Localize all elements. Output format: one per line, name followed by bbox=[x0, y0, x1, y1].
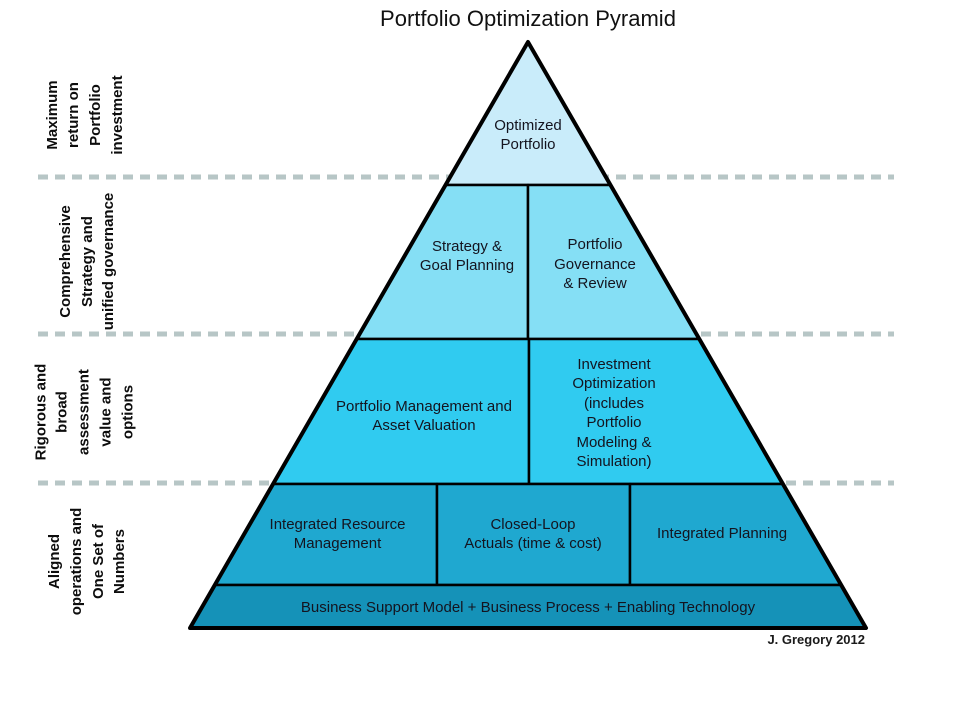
cell-label-closed-loop-actuals: Closed-Loop Actuals (time & cost) bbox=[464, 515, 602, 553]
cell-label-integrated-resource-management: Integrated Resource Management bbox=[269, 515, 406, 553]
pyramid-outline bbox=[188, 40, 868, 630]
side-label-rigorous-assessment: Rigorous and broad assessment value and … bbox=[32, 363, 137, 461]
side-label-aligned-operations: Aligned operations and One Set of Number… bbox=[46, 507, 129, 616]
cell-label-investment-optimization: Investment Optimization (includes Portfo… bbox=[572, 355, 656, 471]
side-label-maximum-return: Maximum return on Portfolio investment bbox=[43, 75, 126, 155]
cell-label-integrated-planning: Integrated Planning bbox=[656, 525, 788, 543]
cell-label-optimized-portfolio: Optimized Portfolio bbox=[494, 116, 562, 154]
cell-label-foundation: Business Support Model + Business Proces… bbox=[300, 599, 756, 617]
diagram-title: Portfolio Optimization Pyramid bbox=[380, 6, 676, 31]
side-label-comprehensive-strategy: Comprehensive Strategy and unified gover… bbox=[56, 192, 118, 331]
credit-text: J. Gregory 2012 bbox=[767, 632, 865, 647]
cell-label-strategy-goal-planning: Strategy & Goal Planning bbox=[419, 237, 515, 275]
cell-label-portfolio-management-asset-valuation: Portfolio Management and Asset Valuation bbox=[336, 397, 512, 435]
cell-label-portfolio-governance-review: Portfolio Governance & Review bbox=[554, 236, 636, 293]
